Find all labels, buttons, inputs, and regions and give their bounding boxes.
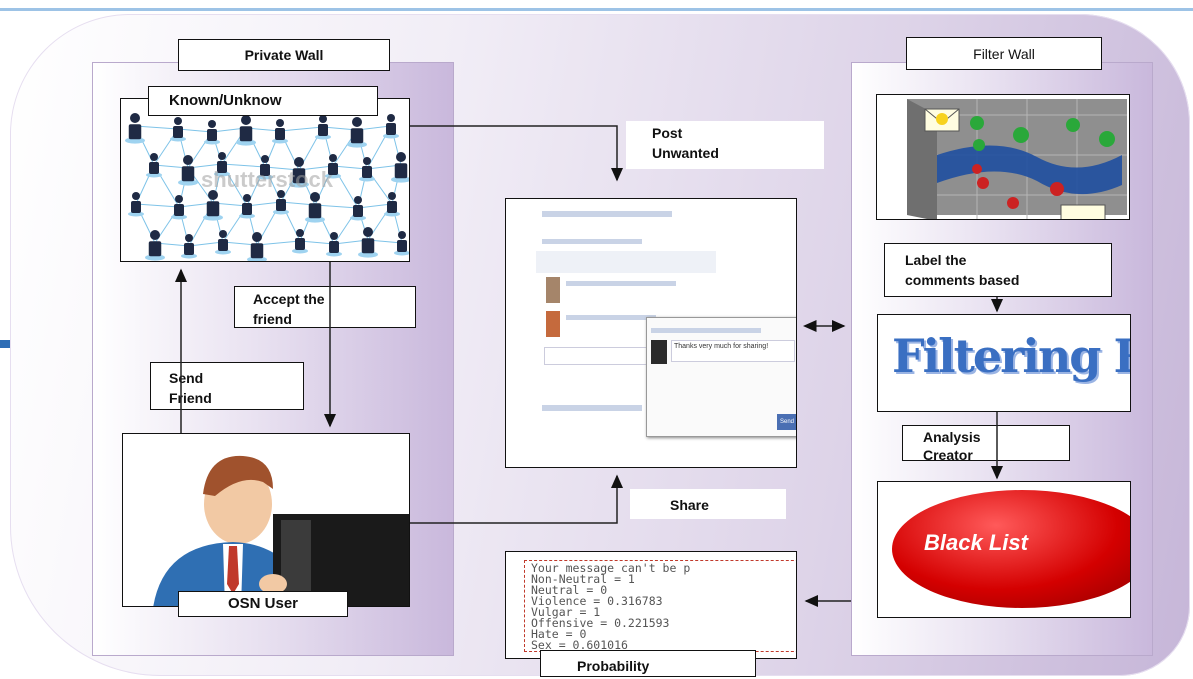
person-icon: [326, 232, 342, 257]
probability-output-text: Your message can't be p Non-Neutral = 1 …: [524, 560, 796, 652]
output-line: Neutral = 0: [531, 583, 608, 597]
person-icon: [215, 230, 231, 255]
filter-wall-label: Filter Wall: [906, 37, 1102, 70]
network-graph-illustration: [125, 113, 409, 261]
network-link: [188, 241, 224, 247]
network-watermark: shutterstock: [201, 167, 334, 192]
person-icon: [247, 232, 267, 261]
network-link: [314, 204, 359, 209]
person-icon: [315, 115, 331, 140]
accept-friend-label: Accept the friend: [234, 286, 416, 328]
person-icon: [359, 157, 375, 182]
person-icon: [236, 115, 256, 146]
person-icon: [171, 195, 187, 220]
output-line: Vulgar = 1: [531, 605, 601, 619]
filtering-rules-image: Filtering Rule: [877, 314, 1131, 412]
output-line: Non-Neutral = 1: [531, 572, 635, 586]
person-icon: [350, 196, 366, 221]
person-icon: [239, 194, 255, 219]
filtering-rules-text: Filtering Rule: [892, 329, 1130, 383]
person-icon: [273, 190, 289, 215]
top-rule: [0, 8, 1193, 11]
person-icon: [145, 230, 165, 261]
person-icon: [178, 155, 198, 186]
message-popup-title: [651, 328, 761, 333]
message-popup: Thanks very much for sharing! Send: [646, 317, 796, 437]
person-icon: [325, 154, 341, 179]
black-list-image: Black List: [877, 481, 1131, 618]
person-icon: [358, 227, 378, 258]
output-line: Violence = 0.316783: [531, 594, 663, 608]
post-comments-bar: [536, 251, 716, 273]
left-marker: [0, 340, 10, 348]
social-network-image: shutterstock: [120, 98, 410, 262]
post-header-line: [542, 211, 672, 217]
network-link: [256, 240, 301, 246]
person-icon: [384, 192, 400, 217]
network-link: [332, 165, 368, 170]
send-message-button[interactable]: Send: [777, 414, 796, 430]
network-link: [135, 203, 180, 208]
known-unknown-label: Known/Unknow: [148, 86, 378, 116]
person-icon: [203, 190, 223, 221]
private-wall-label: Private Wall: [178, 39, 390, 71]
message-avatar: [651, 340, 667, 364]
comment-avatar-2: [546, 311, 560, 337]
network-link: [357, 203, 393, 209]
share-label: Share: [630, 489, 786, 519]
send-friend-label: Send Friend: [150, 362, 304, 410]
person-icon: [305, 192, 325, 223]
person-icon: [128, 192, 144, 217]
person-icon: [170, 117, 186, 142]
person-icon: [214, 152, 230, 177]
network-link: [246, 201, 282, 207]
output-line: Offensive = 0.221593: [531, 616, 670, 630]
black-list-disc: [892, 490, 1130, 608]
person-icon: [257, 155, 273, 180]
network-link: [134, 125, 179, 130]
post-unwanted-label: Post Unwanted: [626, 121, 824, 169]
person-icon: [289, 157, 309, 188]
person-icon: [394, 231, 409, 256]
label-comments-label: Label the comments based: [884, 243, 1112, 297]
arrow-network-to-post: [410, 125, 623, 182]
network-link: [279, 126, 324, 132]
person-icon: [181, 234, 197, 259]
analysis-creator-label: Analysis Creator: [902, 425, 1070, 461]
person-icon: [272, 119, 288, 144]
comment-line-2: [566, 315, 656, 320]
probability-label: Probability: [540, 650, 756, 677]
person-icon: [204, 120, 220, 145]
post-screenshot: Thanks very much for sharing! Send: [505, 198, 797, 468]
osn-user-label: OSN User: [178, 591, 348, 617]
network-link: [221, 163, 266, 168]
black-list-text: Black List: [924, 530, 1028, 555]
person-icon: [383, 114, 399, 139]
arrow-share: [410, 474, 623, 524]
output-line: Your message can't be p: [531, 561, 691, 575]
person-icon: [347, 117, 367, 148]
network-link: [299, 240, 335, 245]
comment-avatar-1: [546, 277, 560, 303]
classifier-3d-plot: [877, 95, 1129, 219]
output-line: Sex = 0.601016: [531, 638, 628, 652]
output-line: Hate = 0: [531, 627, 587, 641]
post-likes-line: [542, 239, 642, 244]
classifier-3d-plot-image: [876, 94, 1130, 220]
probability-output-image: Your message can't be p Non-Neutral = 1 …: [505, 551, 797, 659]
network-link: [177, 128, 213, 133]
message-input[interactable]: Thanks very much for sharing!: [671, 340, 795, 362]
person-icon: [391, 152, 409, 183]
comment-line-1: [566, 281, 676, 286]
activity-line: [542, 405, 642, 411]
person-icon: [292, 229, 308, 254]
person-icon: [125, 113, 145, 144]
person-icon: [146, 153, 162, 178]
